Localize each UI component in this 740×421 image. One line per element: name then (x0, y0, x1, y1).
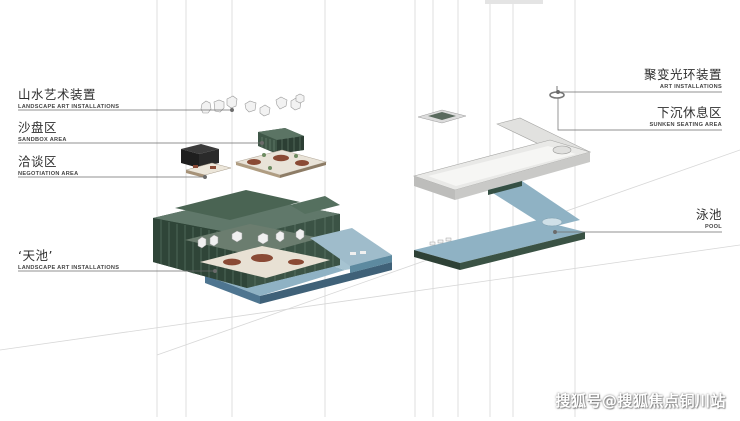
floating-sculptures (200, 93, 305, 117)
label-sandbox-en: SANDBOX AREA (18, 136, 67, 143)
negotiation-platform (234, 149, 328, 178)
top-fragment (485, 0, 543, 4)
label-landscape-art-en: LANDSCAPE ART INSTALLATIONS (18, 103, 120, 110)
label-pool: 泳池 POOL (695, 207, 722, 230)
label-landscape-art: 山水艺术装置 LANDSCAPE ART INSTALLATIONS (18, 87, 120, 110)
main-building (153, 190, 392, 304)
pool-basin (414, 181, 585, 270)
label-negotiation: 洽谈区 NEGOTIATION AREA (18, 154, 79, 177)
label-tianchi-en: LANDSCAPE ART INSTALLATIONS (18, 264, 120, 271)
label-landscape-art-zh: 山水艺术装置 (18, 87, 97, 102)
label-sandbox-zh: 沙盘区 (18, 120, 58, 135)
label-art-installations-zh: 聚变光环装置 (643, 67, 722, 82)
label-tianchi: ‘天池’ LANDSCAPE ART INSTALLATIONS (18, 248, 120, 271)
small-floating-pad (417, 109, 467, 124)
sandbox-model (258, 128, 304, 154)
leader-lines (18, 90, 722, 273)
label-sandbox: 沙盘区 SANDBOX AREA (18, 120, 67, 143)
label-art-installations: 聚变光环装置 ART INSTALLATIONS (643, 67, 722, 90)
label-sunken-seating: 下沉休息区 SUNKEN SEATING AREA (649, 105, 722, 128)
label-negotiation-en: NEGOTIATION AREA (18, 170, 79, 177)
sunken-seating-frame (412, 117, 592, 200)
watermark: 搜狐号@搜狐焦点铜川站 (555, 392, 726, 410)
label-art-installations-en: ART INSTALLATIONS (659, 83, 722, 90)
label-negotiation-zh: 洽谈区 (18, 154, 58, 169)
reception-box (181, 144, 232, 178)
label-pool-en: POOL (704, 223, 722, 230)
label-sunken-seating-en: SUNKEN SEATING AREA (649, 121, 722, 128)
label-sunken-seating-zh: 下沉休息区 (656, 105, 722, 120)
label-pool-zh: 泳池 (695, 207, 722, 222)
label-tianchi-zh: ‘天池’ (18, 248, 53, 263)
